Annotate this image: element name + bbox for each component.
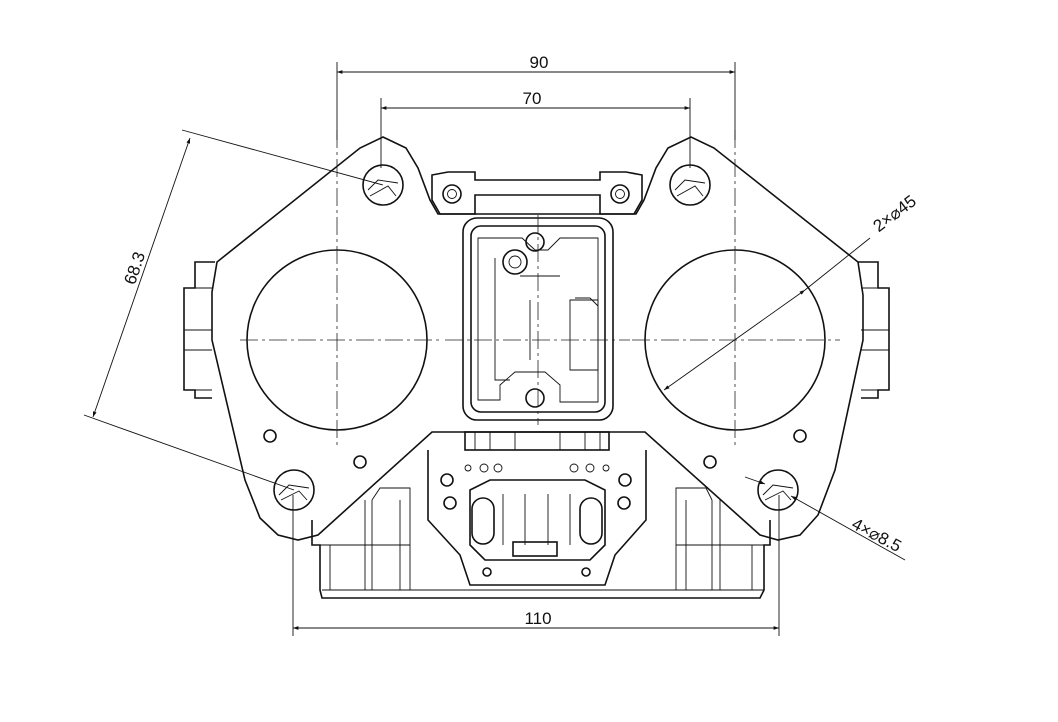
- pin-holes: [263, 429, 807, 469]
- flange-plate: [211, 136, 864, 541]
- dimension-110-label: 110: [524, 609, 551, 628]
- dimension-90: 90: [336, 53, 736, 140]
- dimension-70-label: 70: [523, 89, 542, 108]
- callout-hole-diameter-label: 4×⌀8.5: [849, 514, 905, 556]
- mounting-hole-top-left: [362, 164, 404, 206]
- mounting-hole-bottom-right: [757, 469, 799, 511]
- right-side-bracket: [858, 261, 890, 399]
- mounting-hole-bottom-left: [273, 469, 315, 511]
- lower-center-block: [427, 431, 647, 586]
- dimension-68-3: 68.3: [83, 129, 384, 491]
- dimension-90-label: 90: [530, 53, 549, 72]
- mounting-hole-top-right: [669, 164, 711, 206]
- callout-bore-diameter-label: 2×⌀45: [870, 191, 920, 235]
- lower-housing: [311, 487, 771, 599]
- callout-bore-diameter: 2×⌀45: [663, 191, 920, 391]
- dimension-110: 110: [292, 495, 780, 636]
- dimension-70: 70: [380, 89, 691, 168]
- top-tabs: [431, 171, 643, 215]
- left-side-bracket: [183, 261, 215, 399]
